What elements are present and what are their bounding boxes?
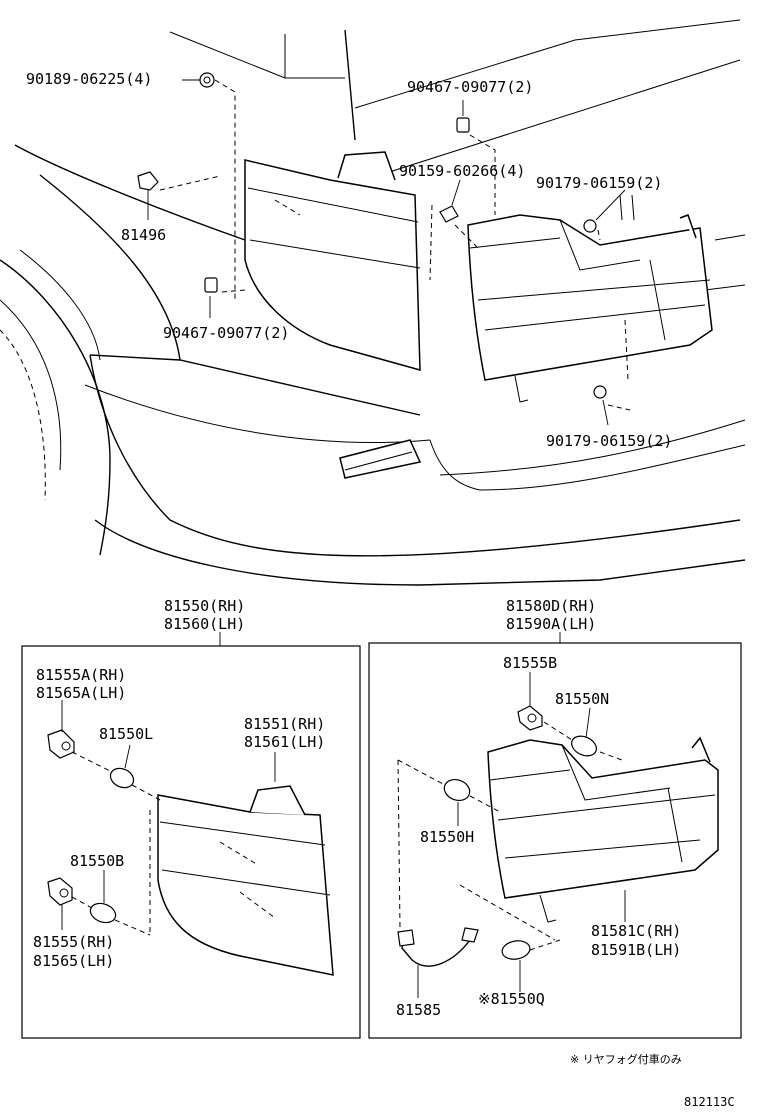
footnote: ※ リヤフォグ付車のみ — [570, 1052, 682, 1066]
screw-90179-top-icon — [583, 219, 597, 233]
nut-90467-left-icon — [204, 277, 218, 293]
upper-outer-lamp — [244, 151, 421, 371]
bulb-81550n-icon — [571, 735, 597, 757]
upper-inner-lamp — [467, 214, 713, 403]
left-assembly-frame — [21, 645, 361, 1039]
label-81591b-lh: 81591B(LH) — [591, 941, 681, 959]
upper-fasteners — [137, 72, 607, 399]
label-81560-lh: 81560(LH) — [164, 615, 245, 633]
label-81555-rh: 81555(RH) — [33, 933, 114, 951]
vehicle-body — [0, 19, 746, 586]
label-81555b: 81555B — [503, 654, 557, 672]
upper-leaders — [147, 79, 635, 426]
label-81585: 81585 — [396, 1001, 441, 1019]
label-90159-60266: 90159-60266(4) — [399, 162, 525, 180]
label-81550l: 81550L — [99, 725, 153, 743]
label-81580d-rh: 81580D(RH) — [506, 597, 596, 615]
socket-81555b-icon — [517, 705, 543, 731]
bulb-81550h-icon — [443, 779, 471, 801]
bulb-81550l-icon — [109, 767, 135, 789]
right-assembly-frame — [368, 642, 742, 1039]
label-81496: 81496 — [121, 226, 166, 244]
nut-90189-icon — [199, 72, 215, 88]
label-81550-rh: 81550(RH) — [164, 597, 245, 615]
label-90179-06159-top: 90179-06159(2) — [536, 174, 662, 192]
label-81565a-lh: 81565A(LH) — [36, 684, 126, 702]
label-90467-09077-left: 90467-09077(2) — [163, 324, 289, 342]
label-81551-rh: 81551(RH) — [244, 715, 325, 733]
label-81550b: 81550B — [70, 852, 124, 870]
label-81555a-rh: 81555A(RH) — [36, 666, 126, 684]
bulb-81550b-icon — [89, 902, 117, 924]
socket-81555a-icon — [47, 729, 75, 759]
label-81565-lh: 81565(LH) — [33, 952, 114, 970]
label-81561-lh: 81561(LH) — [244, 733, 325, 751]
clip-81496-icon — [137, 171, 159, 191]
label-90179-06159-bottom: 90179-06159(2) — [546, 432, 672, 450]
label-90189-06225: 90189-06225(4) — [26, 70, 152, 88]
harness-81585-icon — [401, 931, 471, 967]
label-81581c-rh: 81581C(RH) — [591, 922, 681, 940]
screw-90159-icon — [439, 205, 459, 223]
label-81590a-lh: 81590A(LH) — [506, 615, 596, 633]
screw-90179-bottom-icon — [593, 385, 607, 399]
left-assembly-parts — [47, 700, 334, 976]
label-81550q: ※81550Q — [478, 990, 545, 1008]
bulb-81550q-icon — [501, 940, 531, 960]
label-81550h: 81550H — [420, 828, 474, 846]
label-81550n: 81550N — [555, 690, 609, 708]
label-90467-09077-top: 90467-09077(2) — [407, 78, 533, 96]
diagram-code: 812113C — [684, 1095, 735, 1109]
right-assembly-parts — [397, 672, 719, 998]
nut-90467-top-icon — [456, 117, 470, 133]
